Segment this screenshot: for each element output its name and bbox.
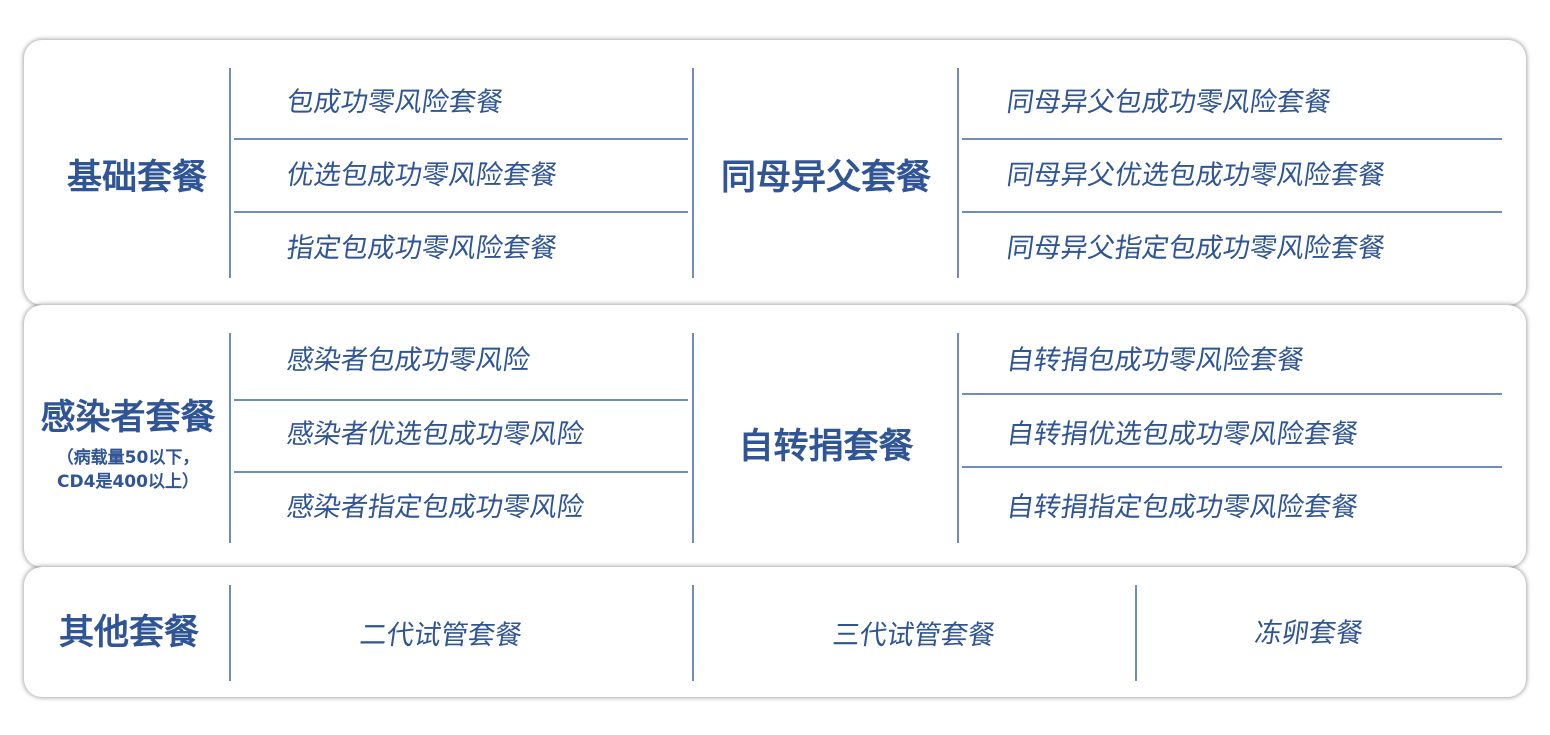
package-item[interactable]: 自转捐指定包成功零风险套餐 xyxy=(1004,492,1361,523)
divider xyxy=(692,68,694,278)
package-item[interactable]: 感染者包成功零风险 xyxy=(284,345,533,376)
divider xyxy=(957,333,959,543)
infected-note: （病载量50以下， CD4是400以上） xyxy=(57,446,200,494)
half-sibling-title: 同母异父套餐 xyxy=(720,158,932,198)
package-item[interactable]: 同母异父优选包成功零风险套餐 xyxy=(1004,160,1388,191)
divider xyxy=(962,466,1502,468)
other-packages-card xyxy=(24,567,1526,697)
infected-packages-card xyxy=(24,305,1526,567)
package-item[interactable]: 三代试管套餐 xyxy=(830,620,998,651)
divider xyxy=(234,471,688,473)
divider xyxy=(962,393,1502,395)
package-item[interactable]: 包成功零风险套餐 xyxy=(284,87,506,118)
infected-note-line1: （病载量50以下， xyxy=(56,448,200,468)
divider xyxy=(962,211,1502,213)
package-item[interactable]: 冻卵套餐 xyxy=(1252,618,1366,649)
divider xyxy=(234,211,688,213)
package-item[interactable]: 二代试管套餐 xyxy=(357,620,525,651)
divider xyxy=(692,585,694,681)
package-item[interactable]: 感染者指定包成功零风险 xyxy=(284,492,587,523)
divider xyxy=(229,68,231,278)
divider xyxy=(234,399,688,401)
basic-packages-card xyxy=(24,40,1526,305)
self-donation-title: 自转捐套餐 xyxy=(738,427,914,467)
divider xyxy=(962,138,1502,140)
package-item[interactable]: 同母异父包成功零风险套餐 xyxy=(1004,87,1334,118)
divider xyxy=(234,138,688,140)
divider xyxy=(229,585,231,681)
basic-title: 基础套餐 xyxy=(66,158,208,198)
package-item[interactable]: 优选包成功零风险套餐 xyxy=(284,160,560,191)
package-item[interactable]: 指定包成功零风险套餐 xyxy=(284,233,560,264)
infected-note-line2: CD4是400以上） xyxy=(57,472,199,492)
package-item[interactable]: 自转捐优选包成功零风险套餐 xyxy=(1004,419,1361,450)
other-title: 其他套餐 xyxy=(58,613,200,653)
infected-title: 感染者套餐 xyxy=(40,398,216,438)
divider xyxy=(1135,585,1137,681)
divider xyxy=(229,333,231,543)
divider xyxy=(692,333,694,543)
package-item[interactable]: 自转捐包成功零风险套餐 xyxy=(1004,345,1307,376)
package-item[interactable]: 同母异父指定包成功零风险套餐 xyxy=(1004,233,1388,264)
package-item[interactable]: 感染者优选包成功零风险 xyxy=(284,419,587,450)
divider xyxy=(957,68,959,278)
